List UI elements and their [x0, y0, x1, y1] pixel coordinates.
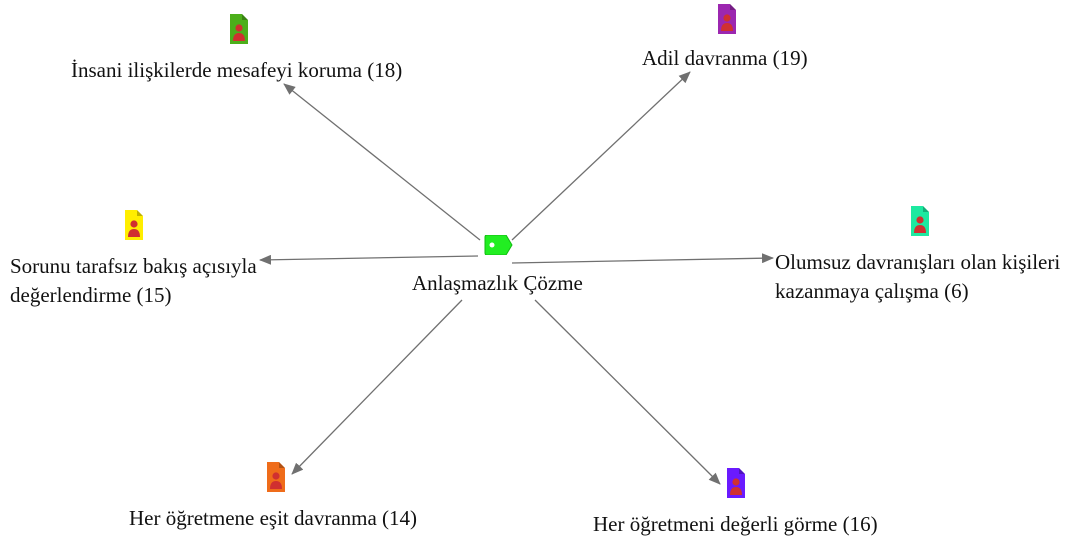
document-person-icon: [718, 4, 736, 39]
center-label[interactable]: Anlaşmazlık Çözme: [412, 271, 583, 295]
node-label-line: değerlendirme (15): [10, 283, 172, 307]
edge-to-node-5: [291, 299, 463, 475]
node-label-line: Sorunu tarafsız bakış açısıyla: [10, 254, 257, 278]
node-label-4[interactable]: Olumsuz davranışları olan kişileri kazan…: [775, 248, 1060, 306]
edge-to-node-3: [259, 254, 479, 265]
document-person-icon: [727, 468, 745, 503]
node-label-line: Adil davranma (19): [642, 46, 808, 70]
document-person-icon: [125, 210, 143, 245]
node-label-line: İnsani ilişkilerde mesafeyi koruma (18): [71, 58, 403, 82]
node-label-2[interactable]: Adil davranma (19): [642, 44, 808, 73]
document-person-icon: [230, 14, 248, 49]
node-label-5[interactable]: Her öğretmene eşit davranma (14): [129, 504, 417, 533]
document-person-icon: [911, 206, 929, 241]
edge-to-node-4: [511, 253, 774, 264]
edge-to-node-6: [534, 299, 721, 485]
node-label-1[interactable]: İnsani ilişkilerde mesafeyi koruma (18): [71, 56, 402, 85]
node-label-line: Her öğretmeni değerli görme (16): [593, 512, 878, 536]
node-label-3[interactable]: Sorunu tarafsız bakış açısıyla değerlend…: [10, 252, 257, 310]
tag-icon: [484, 234, 513, 256]
edge-to-node-1: [283, 83, 481, 241]
node-label-line: Her öğretmene eşit davranma (14): [129, 506, 418, 530]
document-person-icon: [267, 462, 285, 497]
node-label-line: Olumsuz davranışları olan kişileri: [775, 250, 1061, 274]
node-label-line: kazanmaya çalışma (6): [775, 279, 969, 303]
node-label-6[interactable]: Her öğretmeni değerli görme (16): [593, 510, 878, 539]
edge-to-node-2: [511, 71, 691, 241]
